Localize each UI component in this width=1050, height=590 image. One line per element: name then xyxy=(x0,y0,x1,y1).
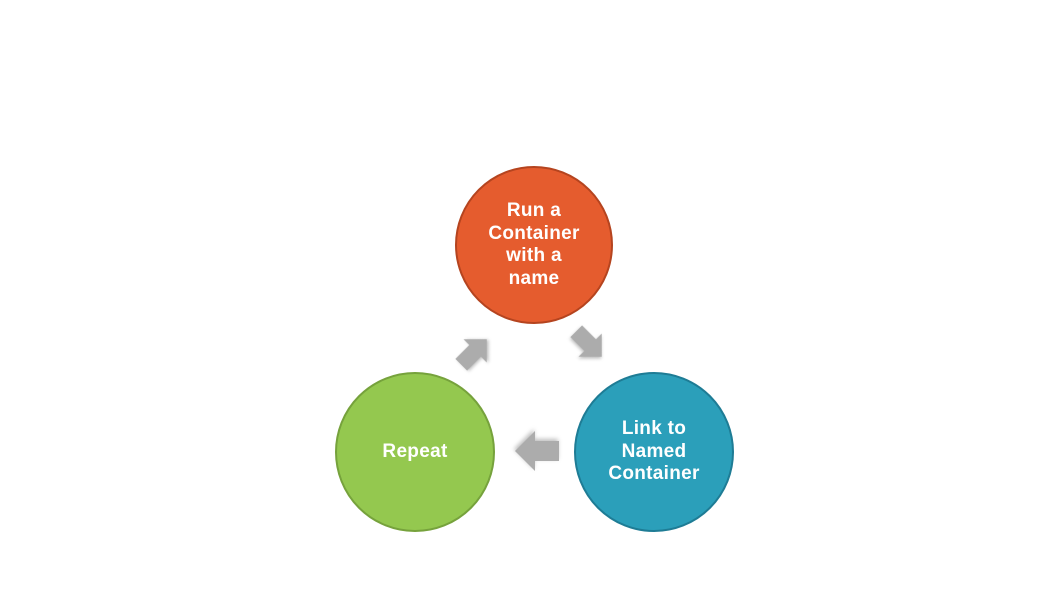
node-repeat: Repeat xyxy=(335,372,495,532)
node-label-line: Container xyxy=(608,463,700,485)
node-label: Repeat xyxy=(382,441,447,464)
arrow-run-to-link-southeast xyxy=(570,325,602,357)
arrow-link-to-repeat-west xyxy=(515,431,559,471)
node-label-line: with a xyxy=(506,245,562,266)
node-label-line: name xyxy=(508,267,560,289)
node-label-line: Named xyxy=(621,440,687,462)
node-link-to-named-container: Link to Named Container xyxy=(574,372,734,532)
node-label-line: Repeat xyxy=(382,440,448,462)
node-label-line: Container xyxy=(488,222,580,244)
node-run-a-container-with-a-name: Run a Container with a name xyxy=(455,166,613,324)
node-label-line: Link to xyxy=(621,418,687,440)
node-label: Run a Container with a name xyxy=(488,200,579,290)
node-label-line: Run a xyxy=(506,200,562,221)
node-label: Link to Named Container xyxy=(608,418,699,486)
arrow-repeat-to-run-northeast xyxy=(455,339,487,371)
